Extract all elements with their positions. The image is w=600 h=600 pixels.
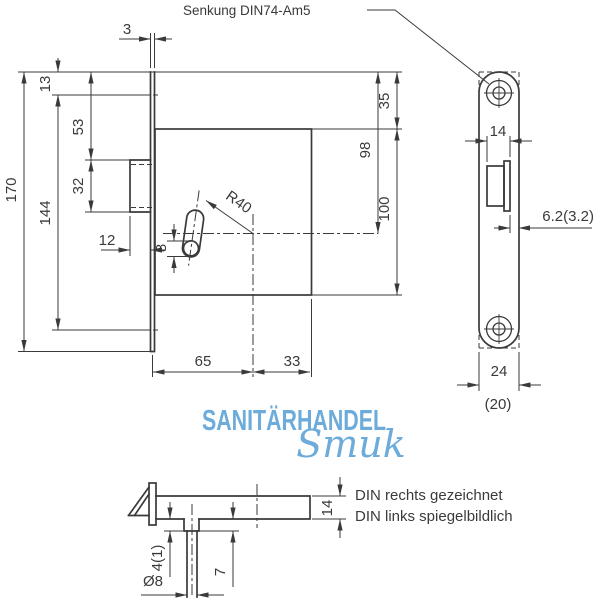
- dim-7-label: 7: [212, 568, 229, 576]
- screw-hole-bottom-crosshair: [484, 314, 514, 344]
- watermark-line1: SANITÄRHANDEL: [202, 404, 386, 437]
- detail-faceplate-strip: [148, 482, 157, 526]
- keyhole-axis-centerline: [188, 190, 200, 266]
- dim-53-label: 53: [70, 119, 87, 136]
- countersink-callout: Senkung DIN74-Am5: [183, 3, 490, 85]
- recess-box-outline: [129, 159, 152, 213]
- face-extension-lines: [478, 136, 520, 391]
- callout-label: Senkung DIN74-Am5: [183, 3, 311, 18]
- dim-protrusion-label: 6.2(3.2): [542, 208, 594, 225]
- din-note-line2: DIN links spiegelbildlich: [355, 508, 513, 525]
- dim-33-label: 33: [284, 353, 301, 370]
- dim-144-label: 144: [37, 200, 54, 225]
- dim-12-label: 12: [99, 232, 116, 249]
- dim-24-label: 24: [491, 363, 508, 380]
- dim-14-label: 14: [490, 123, 507, 140]
- screw-hole-top-crosshair: [484, 78, 514, 108]
- keyhole: [181, 190, 205, 266]
- faceplate-outline: [478, 71, 520, 349]
- dim-dia8-label: Ø8: [143, 573, 163, 590]
- dim-170-label: 170: [3, 177, 20, 202]
- bolt-detail-view: 4(1) 7 Ø8 14 DIN rechts gezeichnet DIN l…: [127, 477, 513, 598]
- dim-r40-label: R40: [222, 187, 254, 217]
- detail-spindle: [186, 530, 198, 598]
- dim-98-label: 98: [357, 142, 374, 159]
- dim-32-label: 32: [70, 178, 87, 195]
- dim-8-label: 8: [153, 244, 170, 252]
- detail-bevel-wedge: [127, 485, 151, 517]
- plate-hidden-hole-lines: [145, 94, 160, 331]
- dim-bar14-label: 14: [319, 500, 336, 517]
- faceplate-front-view: 14 6.2(3.2) 24 (20): [457, 71, 594, 413]
- latch-bolt-lip-outline: [503, 160, 511, 212]
- detail-bolt-bar: [155, 495, 311, 520]
- detail-extension-lines: [164, 495, 346, 532]
- main-section-view: 3 13 144 170 53 32 12 8 R40 35 98 100 65…: [3, 21, 402, 377]
- watermark: SANITÄRHANDEL Smuk: [202, 404, 406, 466]
- dim-3-label: 3: [123, 21, 131, 38]
- recess-hidden-lines: [131, 164, 154, 208]
- main-extension-lines: [18, 33, 402, 377]
- dim-35-label: 35: [376, 93, 393, 110]
- dim-notch-label: 4(1): [149, 545, 166, 572]
- lock-case-outline: [154, 128, 313, 296]
- dim-65-label: 65: [195, 353, 212, 370]
- keyhole-centerlines: [163, 214, 378, 377]
- din-note-line1: DIN rechts gezeichnet: [355, 487, 503, 504]
- watermark-line2: Smuk: [296, 422, 406, 466]
- dim-r40-leader: [205, 200, 254, 234]
- detail-centerlines: [191, 484, 258, 598]
- dim-100-label: 100: [376, 196, 393, 221]
- dim-20-label: (20): [485, 396, 512, 413]
- square-corner-variant-dashes: [478, 71, 520, 349]
- dim-13-label: 13: [37, 76, 54, 93]
- latch-bolt-outline: [486, 165, 505, 207]
- callout-leader-line: [367, 9, 490, 85]
